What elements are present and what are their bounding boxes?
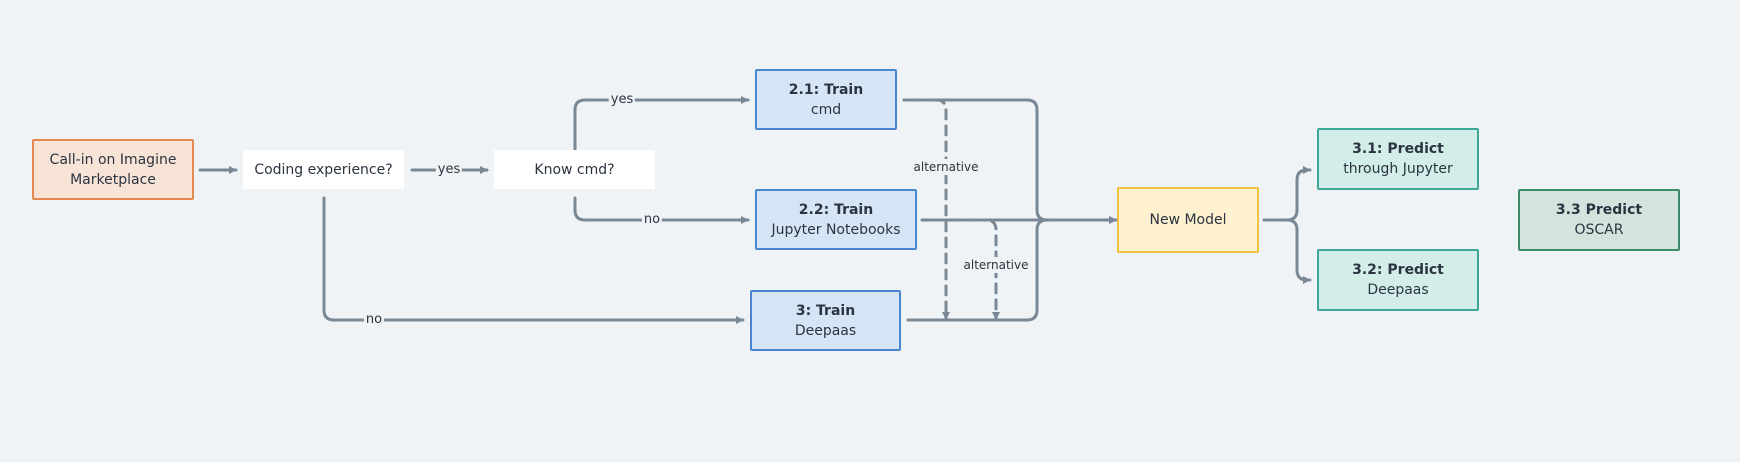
edge-label-coding-yes: yes [435,162,463,178]
edge-label-knowcmd-yes: yes [608,92,636,108]
node-predict-jupyter-title: 3.1: Predict [1352,141,1444,157]
node-predict-oscar[interactable]: 3.3 Predict OSCAR [1518,189,1680,251]
node-train-deepaas-sub: Deepaas [794,322,857,339]
node-know-cmd[interactable]: Know cmd? [494,150,655,189]
edge-alt-cmd-deepaas [902,98,950,321]
node-knowcmd-label: Know cmd? [534,161,615,178]
edge-label-knowcmd-no: no [641,212,663,228]
node-train-cmd[interactable]: 2.1: Train cmd [755,69,897,130]
edge-coding-traindeepaas [322,196,745,324]
edge-model-predictjupyter [1262,166,1312,222]
node-predict-deepaas-sub: Deepaas [1367,282,1429,298]
node-coding-experience[interactable]: Coding experience? [243,150,404,189]
node-train-jupyter-title: 2.2: Train [798,201,874,218]
node-predict-oscar-sub: OSCAR [1574,222,1624,238]
edge-alt-jupyter-deepaas [958,218,1000,321]
node-coding-label: Coding experience? [254,161,393,178]
node-callin-line2: Marketplace [70,171,156,188]
node-train-cmd-title: 2.1: Train [788,81,864,98]
node-predict-deepaas[interactable]: 3.2: Predict Deepaas [1317,249,1479,311]
node-predict-jupyter[interactable]: 3.1: Predict through Jupyter [1317,128,1479,190]
node-callin-marketplace[interactable]: Call-in on Imagine Marketplace [32,139,194,200]
node-train-deepaas[interactable]: 3: Train Deepaas [750,290,901,351]
node-callin-line1: Call-in on Imagine [49,151,177,168]
node-train-cmd-sub: cmd [810,101,842,118]
edge-traindeepaas-model [906,218,1049,322]
node-train-jupyter-sub: Jupyter Notebooks [771,221,901,238]
edge-label-alternative-2: alternative [961,257,1031,273]
edge-label-coding-no: no [363,312,385,328]
node-predict-jupyter-sub: through Jupyter [1343,161,1453,177]
node-predict-oscar-title: 3.3 Predict [1555,202,1643,218]
node-new-model[interactable]: New Model [1117,187,1259,253]
edge-knowcmd-traincmd [573,96,750,152]
node-new-model-label: New Model [1149,212,1227,228]
edge-knowcmd-trainjupyter [573,196,750,224]
edge-label-alternative-1: alternative [911,159,981,175]
edge-model-predictdeepaas [1285,218,1312,284]
node-predict-deepaas-title: 3.2: Predict [1352,262,1444,278]
node-train-jupyter[interactable]: 2.2: Train Jupyter Notebooks [755,189,917,250]
node-train-deepaas-title: 3: Train [795,302,856,319]
